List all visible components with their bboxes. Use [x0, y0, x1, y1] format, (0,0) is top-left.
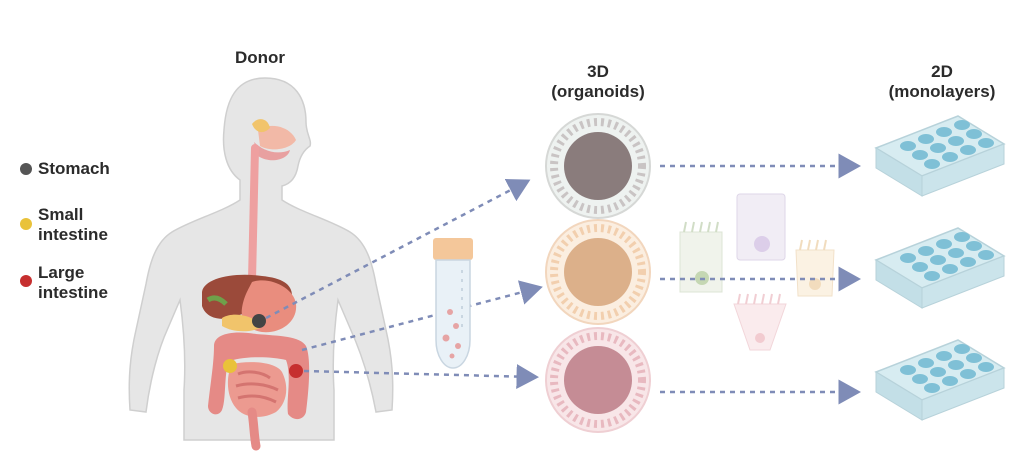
sample-tube-illustration: [433, 238, 473, 369]
legend-label-large-intestine: Large intestine: [38, 263, 108, 303]
organoid-large-intestine: [545, 327, 651, 433]
legend-dot-small-intestine: [20, 218, 32, 230]
organoid-small-intestine: [545, 219, 651, 325]
organoids-heading-line1: 3D: [587, 62, 609, 81]
legend-label-stomach: Stomach: [38, 159, 110, 178]
small-intestine-marker: [223, 359, 237, 373]
legend-dot-large-intestine: [20, 275, 32, 287]
donor-label: Donor: [234, 48, 286, 67]
well-plate-small-intestine: [874, 227, 1006, 309]
legend-label-small-intestine: Small intestine: [38, 205, 108, 245]
legend-label-small-intestine-line1: Small: [38, 205, 84, 224]
well-plate-large-intestine: [874, 339, 1006, 421]
large-intestine-marker: [289, 364, 303, 378]
legend-label-small-intestine-line2: intestine: [38, 225, 108, 244]
monolayers-heading-line2: (monolayers): [888, 82, 996, 101]
donor-arrows: [265, 179, 543, 390]
well-plate-stomach: [874, 115, 1006, 197]
donor-body-illustration: [128, 77, 394, 451]
monolayers-heading-line1: 2D: [931, 62, 953, 81]
arrow-stomach-to-organoid: [265, 179, 531, 320]
legend-dot-stomach: [20, 163, 32, 175]
arrow-large-intestine-to-organoid: [303, 364, 539, 390]
organoid-arrows: [660, 153, 861, 405]
organoids-heading: 3D (organoids): [530, 62, 666, 102]
organoid-stomach: [545, 113, 651, 219]
monolayers-heading: 2D (monolayers): [872, 62, 1012, 102]
legend-label-large-intestine-line2: intestine: [38, 283, 108, 302]
legend-label-large-intestine-line1: Large: [38, 263, 85, 282]
stomach-marker: [252, 314, 266, 328]
cell-types-illustration: [679, 193, 835, 351]
organoids-heading-line2: (organoids): [551, 82, 645, 101]
arrow-small-intestine-to-organoid: [301, 280, 543, 352]
